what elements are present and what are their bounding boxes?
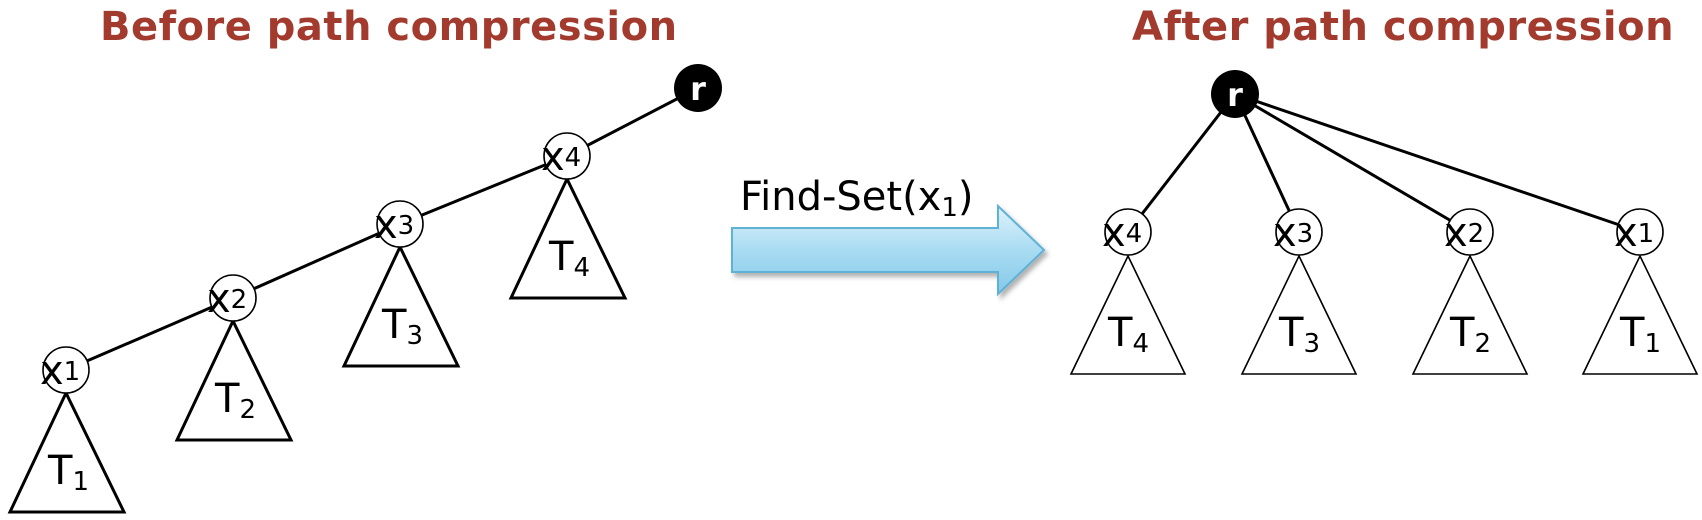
label-t2: T2 xyxy=(214,376,256,425)
title-after: After path compression xyxy=(1132,4,1675,50)
subtree-t1-after xyxy=(1581,254,1699,375)
node-x4-after xyxy=(1104,208,1152,256)
label-x1-after: x1 xyxy=(1614,210,1654,256)
label-t3-after: T3 xyxy=(1278,310,1320,359)
find-set-arrow: Find-Set(x1) xyxy=(731,174,1046,297)
node-x1-highlighted xyxy=(42,346,90,394)
edge-x3-x4 xyxy=(399,154,568,226)
node-x4 xyxy=(543,132,591,180)
label-root: r xyxy=(690,70,706,108)
find-set-label: Find-Set(x1) xyxy=(740,174,974,223)
subtree-t2-after xyxy=(1411,254,1529,375)
label-x2-after: x2 xyxy=(1444,210,1484,256)
label-t1-after: T1 xyxy=(1619,310,1661,359)
label-t2-after: T2 xyxy=(1449,310,1491,359)
label-x4: x4 xyxy=(541,134,581,180)
label-t4: T4 xyxy=(548,234,590,283)
label-t4-after: T4 xyxy=(1107,310,1149,359)
node-root xyxy=(674,64,722,112)
title-before: Before path compression xyxy=(100,4,678,50)
label-t3: T3 xyxy=(381,302,423,351)
subtree-t4-after xyxy=(1069,254,1187,375)
label-x4-after: x4 xyxy=(1102,210,1142,256)
edge-x4-r xyxy=(566,86,699,158)
edge-x1-x2 xyxy=(65,296,234,372)
label-x3-after: x3 xyxy=(1273,210,1313,256)
label-t1: T1 xyxy=(47,448,89,497)
subtree-t4 xyxy=(508,175,628,300)
node-x3 xyxy=(376,200,424,248)
edge-r-x4 xyxy=(1126,93,1237,233)
label-root-after: r xyxy=(1227,76,1243,114)
label-x1: x1 xyxy=(40,348,80,394)
subtree-t3-after xyxy=(1240,254,1358,375)
node-x2 xyxy=(209,274,257,322)
label-x2: x2 xyxy=(207,276,247,322)
node-x3-after xyxy=(1275,208,1323,256)
node-x1-after xyxy=(1616,208,1664,256)
edge-r-x3 xyxy=(1233,93,1301,233)
node-x2-after xyxy=(1446,208,1494,256)
node-root-after xyxy=(1211,70,1259,118)
edge-r-x1 xyxy=(1234,92,1641,234)
edge-x2-x3 xyxy=(232,222,401,300)
subtree-t2 xyxy=(174,317,294,442)
arrow-shape xyxy=(731,203,1046,297)
after-tree: T4 T3 T2 T1 x4 x3 x2 x1 r xyxy=(1069,70,1699,375)
label-x3: x3 xyxy=(374,202,414,248)
edge-r-x2 xyxy=(1234,92,1471,234)
subtree-t1 xyxy=(7,389,127,514)
before-tree: T1 T2 T3 T4 x1 x2 x3 x4 r xyxy=(7,64,722,514)
subtree-t3 xyxy=(341,243,461,368)
